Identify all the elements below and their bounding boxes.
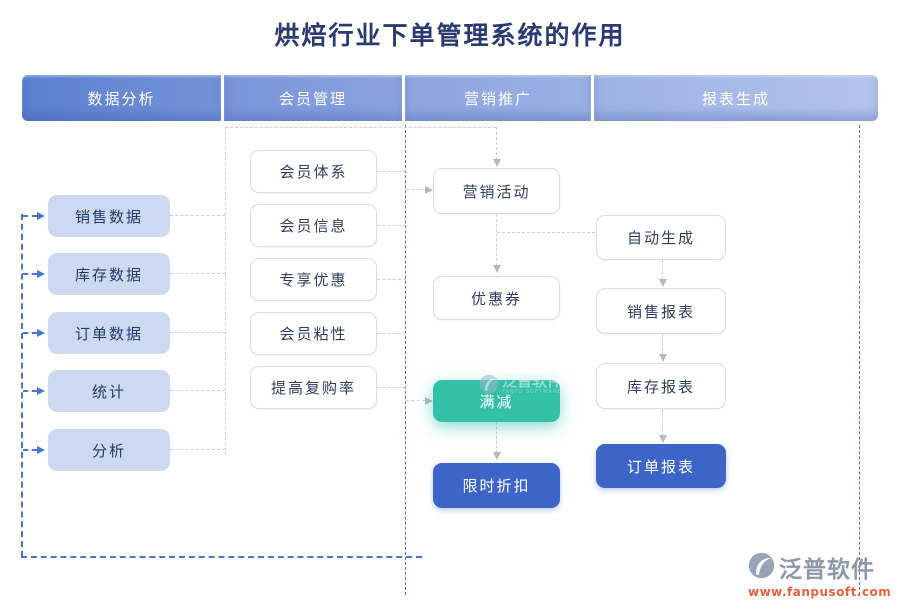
node-sales-report: 销售报表 [596,288,726,334]
brand-url-text: www.fanpusoft.com [748,585,892,599]
footer-brand: 泛普软件 www.fanpusoft.com [748,550,893,599]
watermark-subtext: FANPU SOFTWARE [502,389,562,395]
node-member-info: 会员信息 [250,204,377,247]
connector-arrow-analysis [23,449,37,451]
header-data-analysis: 数据分析 [22,75,221,121]
node-order-data: 订单数据 [48,312,170,354]
arrowhead-limited-discount [493,452,501,460]
header-member-management: 会员管理 [224,75,402,121]
node-exclusive-discount: 专享优惠 [250,258,377,301]
node-marketing-activity: 营销活动 [433,168,560,214]
connector-into-marketing-activity [406,189,425,190]
arrowhead-order-report [659,435,667,443]
stub-repurchase [377,387,406,388]
connector-top-horizontal [225,127,496,128]
connector-arrow-inventory [23,273,37,275]
header-report-generation: 报表生成 [594,75,878,121]
connector-arrow-order [23,332,37,334]
arrowhead-coupon [493,265,501,273]
brand-logo-icon [748,552,775,583]
connector-fullreduction-to-discount [496,422,497,453]
header-band: 数据分析 会员管理 营销推广 报表生成 [22,75,878,121]
stub-member-info [377,225,406,226]
connector-bottom-horizontal [21,556,422,558]
header-marketing-promotion: 营销推广 [405,75,591,121]
node-analysis: 分析 [48,429,170,471]
watermark-brand-text: 泛普软件 [502,372,563,390]
connector-mid-vertical [405,125,406,595]
arrowhead-inventory [37,270,45,278]
node-limited-time-discount: 限时折扣 [433,463,560,508]
node-statistics: 统计 [48,370,170,412]
arrowhead-sales [37,212,45,220]
arrowhead-stats [37,387,45,395]
node-inventory-report: 库存报表 [596,363,726,409]
connector-header-to-activity [496,127,497,160]
connector-col1-vertical [225,127,226,455]
connector-activity-to-autogen [497,232,595,233]
stub-stickiness [377,333,406,334]
arrowhead-marketing-activity [425,186,433,194]
stub-sales [170,215,225,216]
arrowhead-inventory-report [659,354,667,362]
connector-into-full-reduction [406,400,425,401]
connector-arrow-stats [23,390,37,392]
stub-exclusive [377,279,406,280]
node-member-system: 会员体系 [250,150,377,193]
arrowhead-order [37,329,45,337]
stub-order [170,332,225,333]
node-inventory-data: 库存数据 [48,253,170,295]
watermark: 泛普软件 FANPU SOFTWARE [479,374,562,398]
connector-autogen-to-salesreport [662,260,663,280]
connector-salesreport-to-inventoryreport [662,334,663,355]
node-auto-generate: 自动生成 [596,215,726,260]
arrowhead-activity-top [493,159,501,167]
arrowhead-sales-report [659,279,667,287]
stub-member-system [377,171,406,172]
connector-activity-to-coupon [496,214,497,266]
brand-name-text: 泛普软件 [779,557,875,583]
page-title: 烘焙行业下单管理系统的作用 [274,21,626,50]
watermark-logo-icon [479,374,499,398]
node-sales-data: 销售数据 [48,195,170,237]
node-repurchase-rate: 提高复购率 [250,366,377,409]
connector-right-vertical [859,125,860,595]
node-member-stickiness: 会员粘性 [250,312,377,355]
node-order-report: 订单报表 [596,444,726,488]
stub-analysis [170,449,225,450]
connector-left-vertical [21,214,23,557]
stub-stats [170,390,225,391]
connector-inventoryreport-to-orderreport [662,409,663,436]
arrowhead-analysis [37,446,45,454]
node-coupon: 优惠券 [433,276,560,320]
stub-inventory [170,273,225,274]
arrowhead-full-reduction [425,397,433,405]
connector-arrow-sales [23,215,37,217]
